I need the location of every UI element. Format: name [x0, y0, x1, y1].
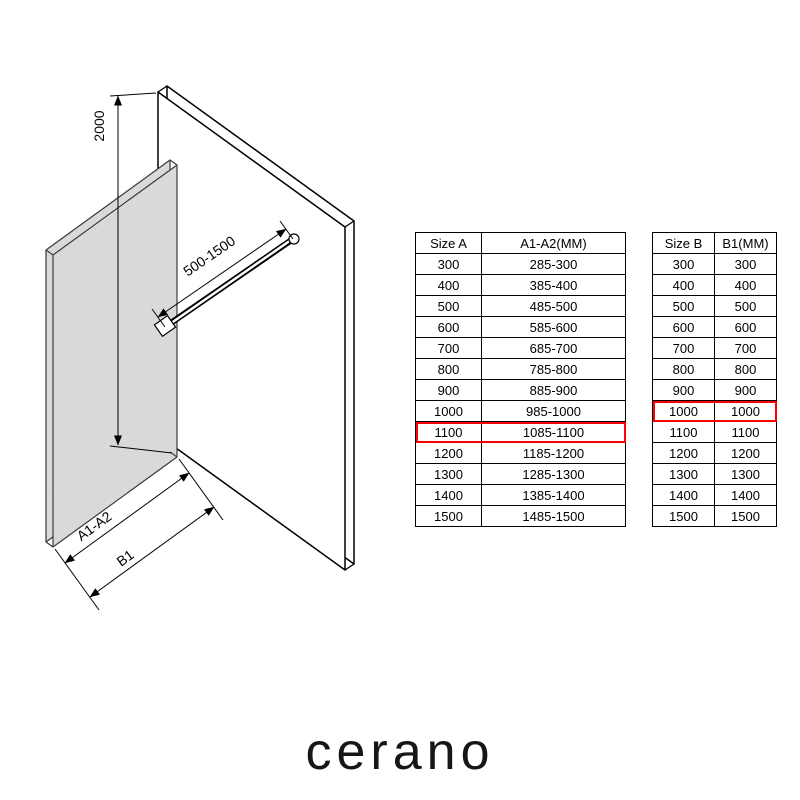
- table-cell: 885-900: [481, 379, 626, 401]
- table-cell: 300: [415, 253, 482, 275]
- table-cell: 400: [415, 274, 482, 296]
- table-cell: 600: [652, 316, 715, 338]
- table-cell: 900: [652, 379, 715, 401]
- table-cell: 800: [415, 358, 482, 380]
- column-header: A1-A2(MM): [481, 232, 626, 254]
- table-cell: 500: [415, 295, 482, 317]
- table-cell: 600: [415, 316, 482, 338]
- table-cell: 1085-1100: [481, 421, 626, 443]
- table-cell: 1400: [415, 484, 482, 506]
- table-cell: 385-400: [481, 274, 626, 296]
- table-cell: 1200: [415, 442, 482, 464]
- height-dimension-label: 2000: [91, 110, 107, 141]
- table-cell: 1000: [652, 400, 715, 422]
- table-cell: 1100: [714, 421, 777, 443]
- table-cell: 600: [714, 316, 777, 338]
- table-cell: 1200: [714, 442, 777, 464]
- table-cell: 1300: [415, 463, 482, 485]
- table-cell: 1400: [652, 484, 715, 506]
- table-cell: 1400: [714, 484, 777, 506]
- table-cell: 800: [714, 358, 777, 380]
- table-cell: 1185-1200: [481, 442, 626, 464]
- table-cell: 900: [415, 379, 482, 401]
- glass-panel: [45, 159, 178, 548]
- table-cell: 1300: [652, 463, 715, 485]
- height-dimension: 2000: [91, 92, 173, 454]
- table-cell: 785-800: [481, 358, 626, 380]
- glass-clamp: [153, 314, 177, 338]
- table-cell: 300: [652, 253, 715, 275]
- table-cell: 1285-1300: [481, 463, 626, 485]
- table-cell: 1000: [714, 400, 777, 422]
- column-header: Size A: [415, 232, 482, 254]
- table-cell: 1300: [714, 463, 777, 485]
- brand-logo: cerano: [305, 723, 495, 781]
- width-extension-lines: [54, 458, 224, 611]
- glass-front-face: [52, 164, 178, 548]
- table-cell: 400: [652, 274, 715, 296]
- table-cell: 485-500: [481, 295, 626, 317]
- table-cell: 1500: [714, 505, 777, 527]
- table-cell: 300: [714, 253, 777, 275]
- table-cell: 985-1000: [481, 400, 626, 422]
- table-cell: 585-600: [481, 316, 626, 338]
- table-cell: 1100: [652, 421, 715, 443]
- table-cell: 700: [714, 337, 777, 359]
- technical-drawing: 2000 500-1500 A1-A2 B1: [45, 85, 355, 611]
- table-cell: 1000: [415, 400, 482, 422]
- table-cell: 500: [714, 295, 777, 317]
- table-cell: 1485-1500: [481, 505, 626, 527]
- wall-panel: [157, 85, 355, 571]
- table-cell: 700: [415, 337, 482, 359]
- table-cell: 800: [652, 358, 715, 380]
- wall-front-face: [157, 91, 346, 571]
- table-cell: 1500: [415, 505, 482, 527]
- table-cell: 1385-1400: [481, 484, 626, 506]
- table-cell: 685-700: [481, 337, 626, 359]
- table-cell: 1500: [652, 505, 715, 527]
- column-header: Size B: [652, 232, 715, 254]
- table-cell: 1100: [415, 421, 482, 443]
- table-cell: 900: [714, 379, 777, 401]
- table-cell: 400: [714, 274, 777, 296]
- column-header: B1(MM): [714, 232, 777, 254]
- table-cell: 285-300: [481, 253, 626, 275]
- table-cell: 500: [652, 295, 715, 317]
- table-cell: 1200: [652, 442, 715, 464]
- table-cell: 700: [652, 337, 715, 359]
